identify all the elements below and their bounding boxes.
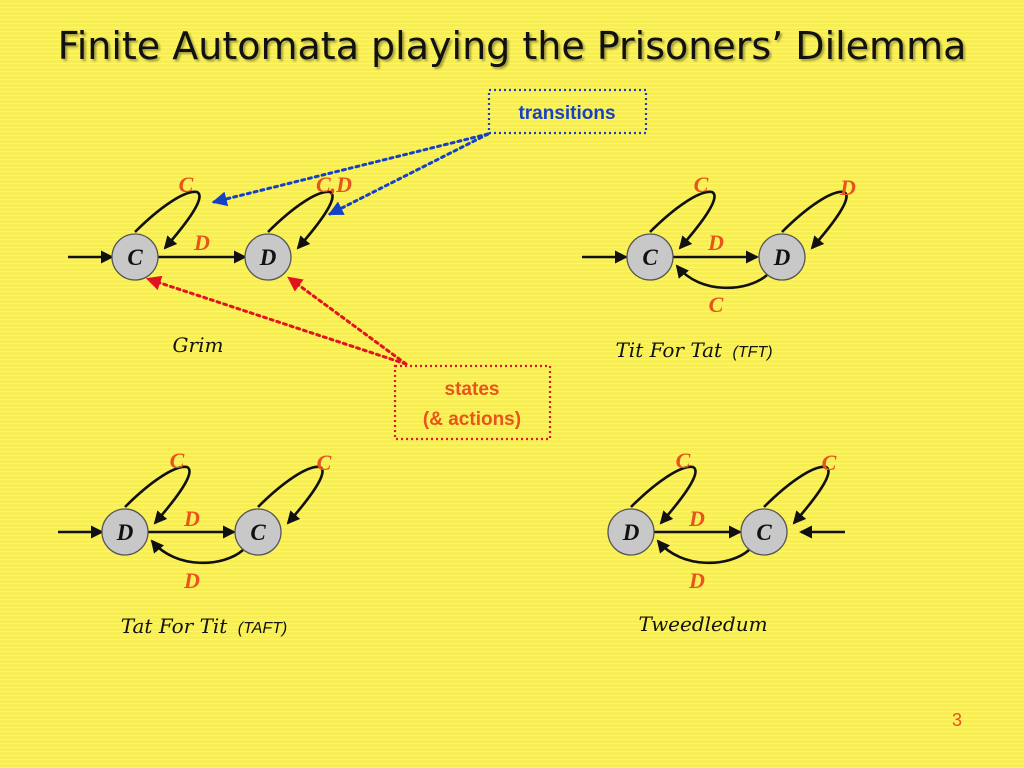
tft-label-c-to-d: D: [707, 230, 724, 255]
tft-state-c: [626, 233, 674, 281]
taft-self-loop-d: [124, 465, 191, 525]
tweedledum-self-loop-c: [763, 465, 830, 525]
tft-edge-d-to-c: [675, 264, 768, 290]
page-number: 3: [952, 710, 962, 730]
grim-state-c-label: C: [127, 245, 143, 270]
transitions-callout: transitions: [211, 88, 648, 216]
grim-self-loop-d: [267, 190, 334, 250]
tweedledum-label-d-to-c: D: [688, 506, 705, 531]
tweedledum-edge-c-to-d: [656, 539, 750, 565]
grim-state-d: [244, 233, 292, 281]
grim-self-loop-c: [134, 190, 201, 250]
taft-edge-c-to-d: [150, 539, 244, 565]
tweedledum-automaton: D C C D C D Tweedledum: [607, 448, 845, 636]
taft-state-d: [101, 508, 149, 556]
tft-abbr: (TFT): [733, 344, 773, 361]
grim-automaton: C D C D C,D Grim: [68, 172, 352, 357]
tweedledum-label-c-to-d: D: [688, 568, 705, 593]
taft-state-d-label: D: [116, 520, 134, 545]
states-callout-box: [393, 364, 552, 441]
tft-label-d-to-c: C: [709, 292, 724, 317]
grim-label-c-to-d: D: [193, 230, 210, 255]
tft-state-c-label: C: [642, 245, 658, 270]
tft-state-d-label: D: [773, 245, 791, 270]
tweedledum-name: Tweedledum: [638, 612, 767, 636]
tweedledum-self-loop-d: [630, 465, 697, 525]
grim-state-d-label: D: [259, 245, 277, 270]
tft-self-loop-c: [649, 190, 716, 250]
tft-label-self-c: C: [694, 172, 709, 197]
transitions-callout-text: transitions: [518, 103, 615, 124]
grim-name: Grim: [173, 333, 224, 357]
tweedledum-state-d-label: D: [622, 520, 640, 545]
tweedledum-state-d: [607, 508, 655, 556]
states-pointer-grim-c: [145, 275, 408, 366]
taft-state-c: [234, 508, 282, 556]
tft-automaton: C D C D D C Tit For Tat (TFT): [582, 172, 856, 362]
taft-label-self-c: C: [317, 450, 332, 475]
taft-abbr: (TAFT): [238, 620, 287, 637]
states-callout: states (& actions): [145, 275, 552, 441]
taft-label-c-to-d: D: [183, 568, 200, 593]
states-callout-line1: states: [445, 379, 500, 400]
taft-name: Tat For Tit (TAFT): [121, 614, 288, 638]
tweedledum-state-c-label: C: [756, 520, 772, 545]
tweedledum-label-self-d: C: [676, 448, 691, 473]
taft-label-self-d: C: [170, 448, 185, 473]
tft-label-self-d: D: [839, 175, 856, 200]
tft-state-d: [758, 233, 806, 281]
grim-state-c: [111, 233, 159, 281]
slide-title: Finite Automata playing the Prisoners’ D…: [57, 24, 967, 68]
taft-self-loop-c: [257, 465, 324, 525]
transitions-pointer-grim-d: [327, 132, 490, 216]
taft-automaton: D C C D C D Tat For Tit (TAFT): [58, 448, 332, 638]
states-callout-line2: (& actions): [423, 409, 521, 430]
states-pointer-grim-d: [287, 276, 408, 366]
taft-state-c-label: C: [250, 520, 266, 545]
tweedledum-state-c: [740, 508, 788, 556]
taft-name-text: Tat For Tit: [121, 614, 229, 638]
tweedledum-label-self-c: C: [822, 450, 837, 475]
tft-self-loop-d: [781, 190, 848, 250]
tft-name-text: Tit For Tat: [615, 338, 723, 362]
taft-label-d-to-c: D: [183, 506, 200, 531]
tft-name: Tit For Tat (TFT): [615, 338, 772, 362]
transitions-pointer-grim-c: [211, 132, 490, 207]
grim-label-self-c: C: [179, 172, 194, 197]
